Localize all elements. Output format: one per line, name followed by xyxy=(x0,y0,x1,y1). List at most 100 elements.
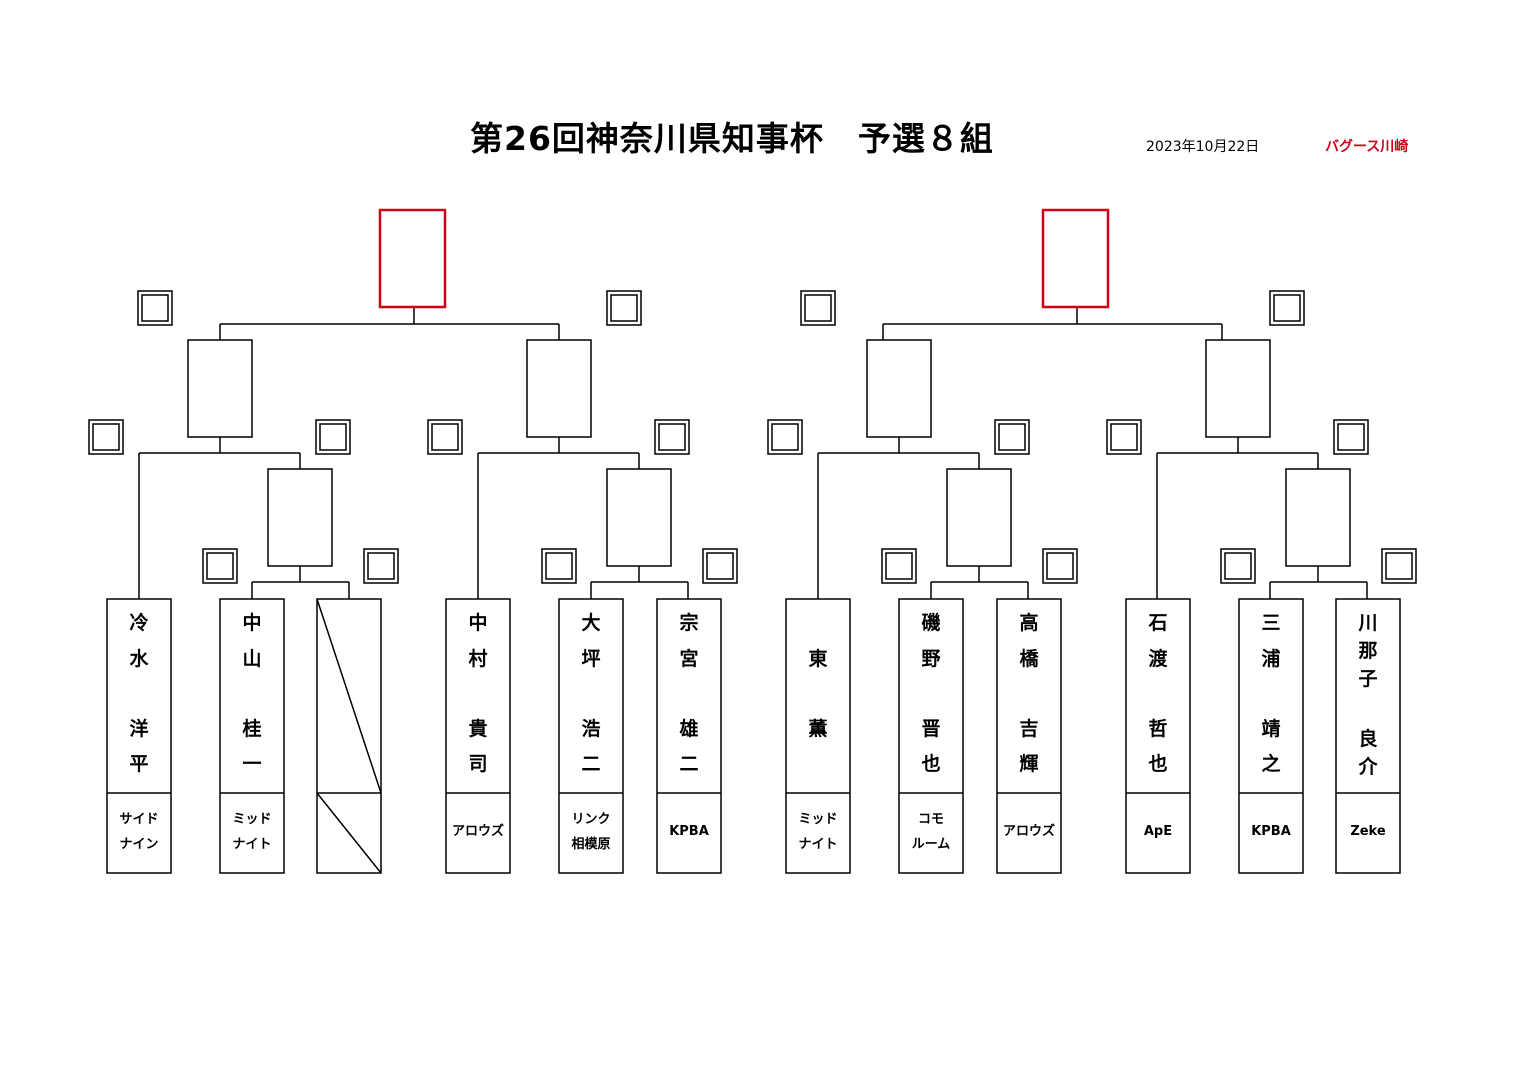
player-name-char: 桂 xyxy=(242,718,262,740)
score-box[interactable] xyxy=(994,419,1030,455)
player-name-char: 野 xyxy=(921,648,941,670)
final-winner-box[interactable] xyxy=(378,208,447,309)
score-box[interactable] xyxy=(767,419,803,455)
score-box[interactable] xyxy=(202,548,238,584)
player-name-char: 高 xyxy=(1019,612,1039,634)
player-name-char: 也 xyxy=(921,753,941,775)
player-name-char: 靖 xyxy=(1261,718,1281,740)
player-name-char: 中 xyxy=(468,612,488,634)
player-club: ミッド xyxy=(232,812,272,827)
player-club: サイド xyxy=(119,812,159,827)
match-box[interactable] xyxy=(187,339,253,438)
player-box[interactable] xyxy=(996,598,1062,874)
player-name-char: 哲 xyxy=(1148,718,1168,740)
score-box[interactable] xyxy=(1106,419,1142,455)
player-name-char: 平 xyxy=(129,753,149,775)
score-box[interactable] xyxy=(315,419,351,455)
player-name-char: 磯 xyxy=(921,612,941,634)
player-name-char: 中 xyxy=(242,612,262,634)
player-name-char: 水 xyxy=(129,648,149,670)
player-name-char: 宗 xyxy=(679,612,699,634)
player-name-char: 坪 xyxy=(581,648,601,670)
score-box[interactable] xyxy=(137,290,173,326)
player-name-char: 三 xyxy=(1261,612,1281,634)
player-box[interactable] xyxy=(1335,598,1401,874)
score-box-inner xyxy=(1046,552,1074,580)
player-club: KPBA xyxy=(669,824,709,839)
player-name-char: 良 xyxy=(1358,728,1378,750)
score-box[interactable] xyxy=(88,419,124,455)
score-box[interactable] xyxy=(1220,548,1256,584)
score-box-inner xyxy=(206,552,234,580)
score-box[interactable] xyxy=(1333,419,1369,455)
score-box-inner xyxy=(658,423,686,451)
player-name-char: 東 xyxy=(808,648,828,670)
match-box[interactable] xyxy=(526,339,592,438)
player-name-char: 村 xyxy=(468,648,488,670)
score-box-inner xyxy=(1110,423,1138,451)
player-name-char: 也 xyxy=(1148,753,1168,775)
player-club: 相模原 xyxy=(571,837,611,852)
score-box[interactable] xyxy=(702,548,738,584)
player-club: ApE xyxy=(1143,824,1173,839)
score-box-inner xyxy=(1224,552,1252,580)
score-box-inner xyxy=(706,552,734,580)
player-name-char: 二 xyxy=(581,753,601,775)
match-box[interactable] xyxy=(946,468,1012,567)
score-box[interactable] xyxy=(427,419,463,455)
player-name-char: 晋 xyxy=(921,718,941,740)
player-club: KPBA xyxy=(1251,824,1291,839)
match-box[interactable] xyxy=(267,468,333,567)
player-name-char: 浩 xyxy=(581,718,601,740)
player-name-char: 宮 xyxy=(679,648,699,670)
match-box[interactable] xyxy=(606,468,672,567)
player-name-char: 貴 xyxy=(468,718,488,740)
score-box[interactable] xyxy=(363,548,399,584)
player-name-char: 吉 xyxy=(1019,718,1039,740)
player-name-char: 司 xyxy=(468,753,488,775)
score-box[interactable] xyxy=(1381,548,1417,584)
player-club: ナイト xyxy=(232,837,272,852)
match-box[interactable] xyxy=(866,339,932,438)
score-box[interactable] xyxy=(800,290,836,326)
bye-slash xyxy=(316,598,382,794)
score-box-inner xyxy=(92,423,120,451)
player-name-char: 浦 xyxy=(1261,648,1281,670)
player-club: ナイト xyxy=(798,837,838,852)
player-name-char: 之 xyxy=(1261,753,1281,775)
player-club: Zeke xyxy=(1350,824,1386,839)
score-box-inner xyxy=(1273,294,1301,322)
score-box-inner xyxy=(367,552,395,580)
player-name-char: 山 xyxy=(242,648,262,670)
bye-slash xyxy=(316,792,382,874)
score-box[interactable] xyxy=(1042,548,1078,584)
player-name-char: 子 xyxy=(1358,668,1378,690)
score-box-inner xyxy=(545,552,573,580)
player-name-char: 二 xyxy=(679,753,699,775)
player-name-char: 雄 xyxy=(679,718,699,740)
score-box[interactable] xyxy=(881,548,917,584)
final-winner-box[interactable] xyxy=(1041,208,1110,309)
organizer-name: バグース川崎 xyxy=(1325,139,1409,155)
score-box-inner xyxy=(1385,552,1413,580)
player-club: リンク xyxy=(571,812,611,827)
player-box[interactable] xyxy=(656,598,722,874)
score-box-inner xyxy=(1337,423,1365,451)
match-box[interactable] xyxy=(1285,468,1351,567)
score-box[interactable] xyxy=(1269,290,1305,326)
event-date: 2023年10月22日 xyxy=(1146,139,1260,155)
player-name-char: 石 xyxy=(1148,612,1168,634)
score-box-inner xyxy=(610,294,638,322)
match-box[interactable] xyxy=(1205,339,1271,438)
score-box[interactable] xyxy=(654,419,690,455)
player-box[interactable] xyxy=(1125,598,1191,874)
score-box-inner xyxy=(885,552,913,580)
score-box[interactable] xyxy=(606,290,642,326)
player-club: ナイン xyxy=(119,837,159,852)
player-name-char: 洋 xyxy=(129,718,149,740)
player-name-char: 一 xyxy=(242,753,262,775)
score-box[interactable] xyxy=(541,548,577,584)
player-name-char: 大 xyxy=(581,612,601,634)
player-box[interactable] xyxy=(1238,598,1304,874)
